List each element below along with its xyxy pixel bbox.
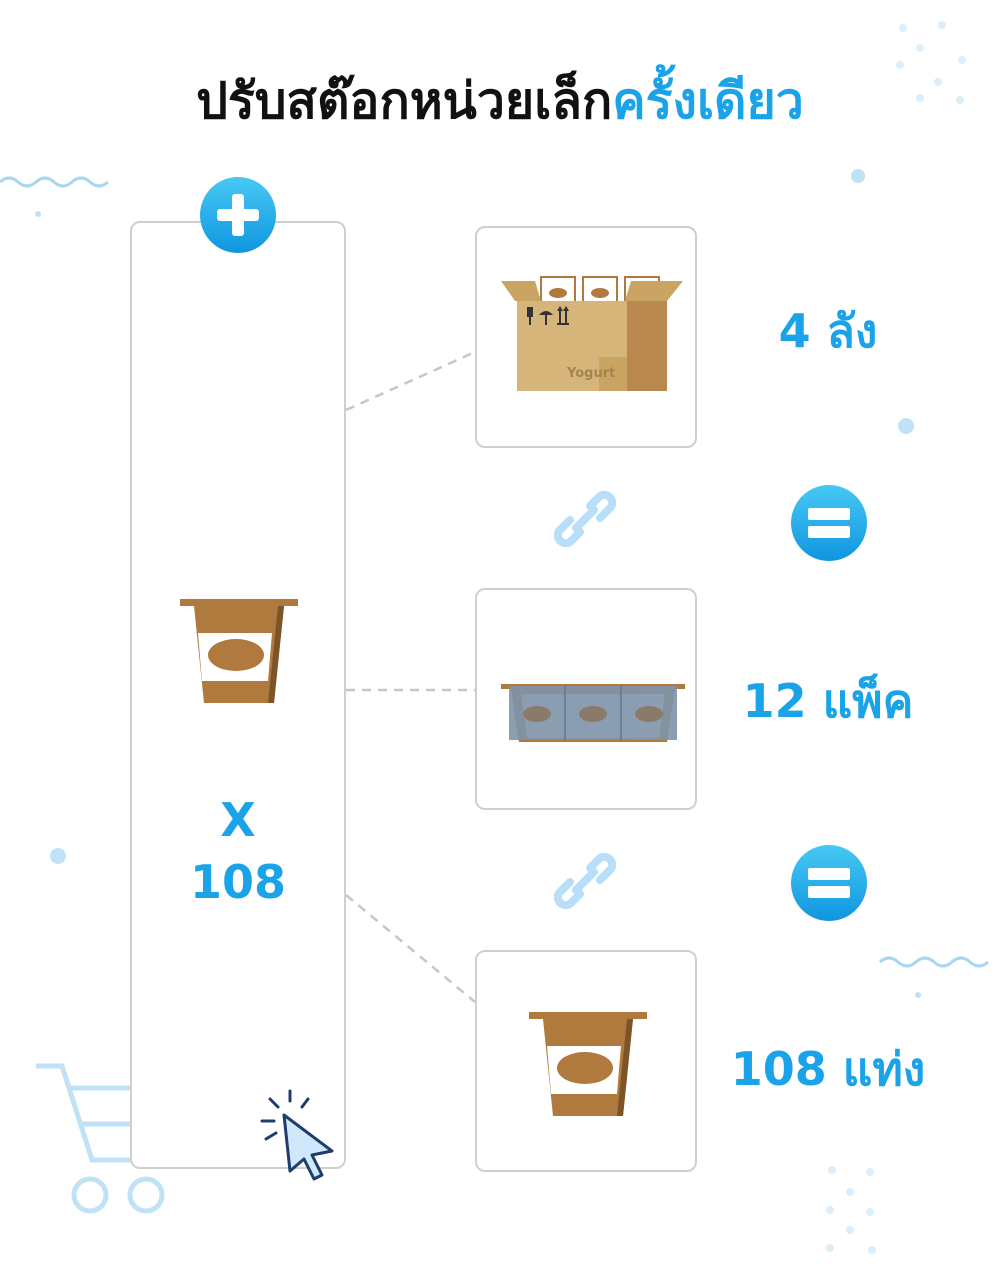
decor-dots-top-right	[896, 21, 966, 104]
carton-label: Yogurt	[566, 366, 615, 381]
piece-quantity-label: 108 แท่ง	[730, 1042, 926, 1096]
title-main: ปรับสต๊อกหน่วยเล็ก	[196, 72, 613, 130]
cursor-click-icon	[260, 1089, 334, 1181]
fragile-symbols	[527, 306, 569, 325]
yogurt-cup-image	[529, 1012, 647, 1116]
yogurt-carton-image: Yogurt	[501, 276, 683, 391]
page-title: ปรับสต๊อกหน่วยเล็กครั้งเดียว	[0, 62, 1000, 141]
title-highlight: ครั้งเดียว	[612, 72, 804, 130]
yogurt-cup-image	[180, 599, 298, 703]
shopping-cart-icon	[36, 1063, 165, 1214]
decor-dots-bottom-right	[826, 1166, 876, 1254]
case-quantity-label: 4 ลัง	[778, 304, 878, 358]
add-button[interactable]	[199, 176, 277, 254]
unit-card-piece[interactable]	[475, 950, 697, 1172]
link-icon	[554, 852, 616, 910]
equals-icon	[791, 845, 867, 921]
base-unit-panel: X 108	[130, 221, 346, 1181]
multiplier-value: 108	[189, 855, 287, 909]
yogurt-pack-image	[501, 684, 685, 742]
pack-quantity-label: 12 แพ็ค	[742, 674, 914, 728]
equals-icon	[791, 485, 867, 561]
decor-wave-right	[879, 956, 989, 968]
plus-icon	[200, 177, 276, 253]
link-icon	[554, 490, 616, 548]
multiplier-symbol: X	[220, 793, 256, 847]
unit-card-case[interactable]: Yogurt	[475, 226, 697, 448]
unit-card-pack[interactable]	[475, 588, 697, 810]
decor-wave-left	[0, 176, 109, 188]
